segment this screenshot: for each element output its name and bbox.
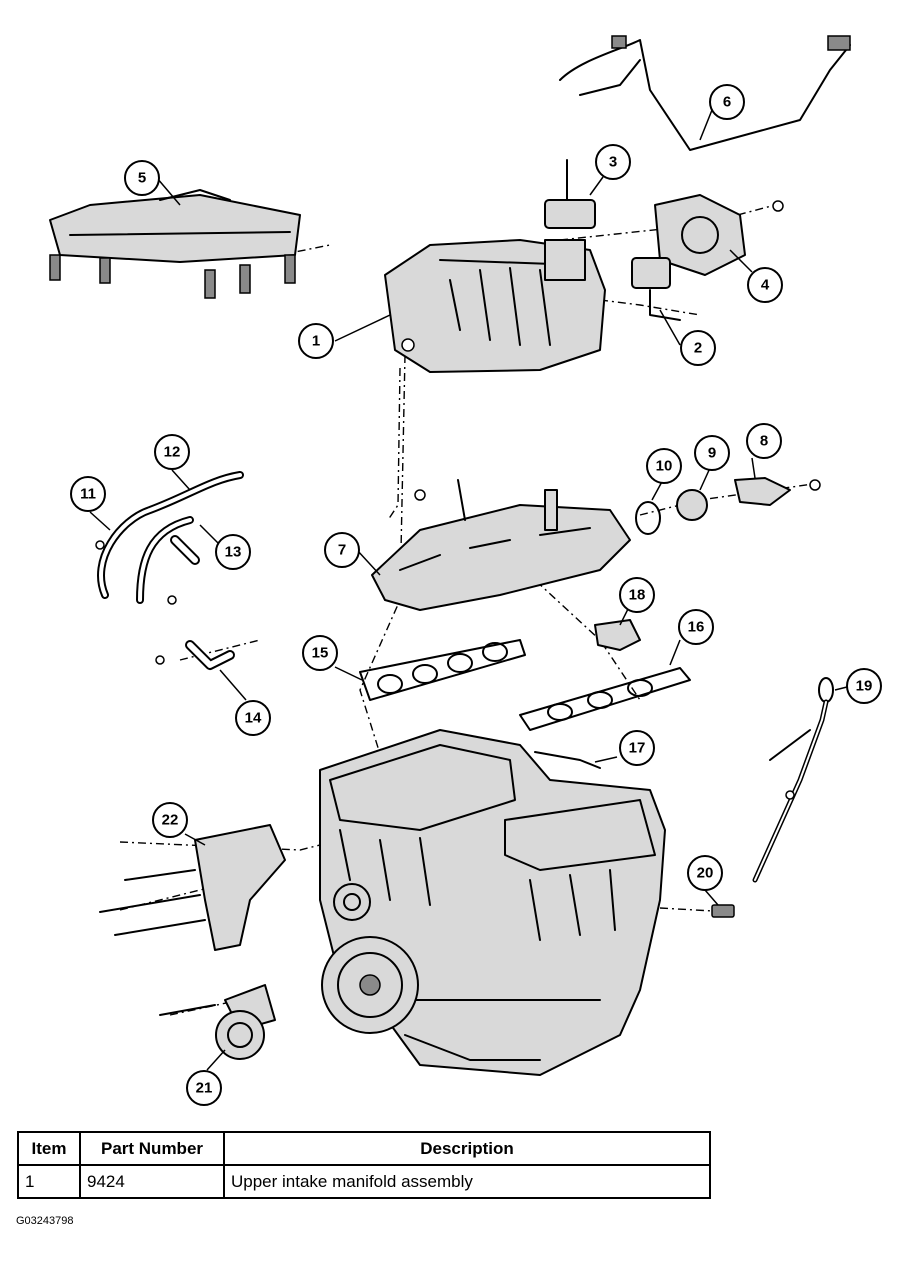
lower-intake-manifold-7 [371, 479, 631, 611]
gasket-17 [534, 751, 601, 769]
callout-21: 21 [186, 1070, 222, 1106]
svg-text:21: 21 [196, 1080, 213, 1097]
throttle-body-4 [654, 194, 784, 276]
svg-text:4: 4 [761, 277, 770, 294]
callout-17: 17 [619, 730, 655, 766]
intake-gasket-15 [359, 639, 526, 701]
exploded-engine-diagram: 1 2 3 4 5 6 7 8 9 10 11 12 13 14 15 16 1… [49, 35, 882, 1106]
leader-lines [89, 109, 852, 1071]
callout-1: 1 [298, 323, 334, 359]
svg-text:7: 7 [338, 542, 346, 559]
svg-text:16: 16 [688, 619, 705, 636]
crankshaft-pulley [321, 936, 419, 1034]
callout-8: 8 [746, 423, 782, 459]
sensor-20 [711, 904, 735, 918]
svg-text:8: 8 [760, 433, 768, 450]
thermostat-housing-8-10 [635, 477, 821, 535]
figure-id: G03243798 [16, 1215, 74, 1227]
header-item: Item [17, 1131, 81, 1166]
svg-text:15: 15 [312, 645, 329, 662]
callout-3: 3 [595, 144, 631, 180]
callout-18: 18 [619, 577, 655, 613]
callout-22: 22 [152, 802, 188, 838]
callouts: 1 2 3 4 5 6 7 8 9 10 11 12 13 14 15 16 1… [70, 84, 882, 1106]
svg-text:13: 13 [225, 544, 242, 561]
intake-gasket-16 [519, 667, 691, 731]
svg-text:2: 2 [694, 340, 702, 357]
table-row: 1 9424 Upper intake manifold assembly [17, 1164, 711, 1199]
callout-7: 7 [324, 532, 360, 568]
callout-2: 2 [680, 330, 716, 366]
callout-12: 12 [154, 434, 190, 470]
callout-19: 19 [846, 668, 882, 704]
callout-16: 16 [678, 609, 714, 645]
idler-pulley-21 [159, 984, 276, 1060]
wiring-harness-6 [559, 35, 851, 151]
svg-text:6: 6 [723, 94, 731, 111]
svg-text:20: 20 [697, 865, 714, 882]
hose-assembly-11-14 [95, 471, 244, 670]
callout-5: 5 [124, 160, 160, 196]
callout-13: 13 [215, 534, 251, 570]
svg-text:5: 5 [138, 170, 146, 187]
callout-9: 9 [694, 435, 730, 471]
svg-text:12: 12 [164, 444, 181, 461]
svg-text:19: 19 [856, 678, 873, 695]
cell-part-number: 9424 [79, 1164, 225, 1199]
callout-14: 14 [235, 700, 271, 736]
svg-text:22: 22 [162, 812, 179, 829]
header-description: Description [223, 1131, 711, 1166]
cell-item: 1 [17, 1164, 81, 1199]
svg-text:18: 18 [629, 587, 646, 604]
housing-18 [594, 619, 641, 651]
callout-15: 15 [302, 635, 338, 671]
bracket-22 [99, 824, 286, 951]
callout-20: 20 [687, 855, 723, 891]
sensor-3 [544, 159, 596, 229]
dipstick-19 [752, 677, 834, 883]
svg-text:1: 1 [312, 333, 320, 350]
svg-text:10: 10 [656, 458, 673, 475]
callout-11: 11 [70, 476, 106, 512]
callout-10: 10 [646, 448, 682, 484]
svg-text:11: 11 [80, 486, 96, 503]
callout-4: 4 [747, 267, 783, 303]
svg-text:3: 3 [609, 154, 617, 171]
svg-text:9: 9 [708, 445, 716, 462]
header-part-number: Part Number [79, 1131, 225, 1166]
callout-6: 6 [709, 84, 745, 120]
fuel-rail-5 [49, 189, 301, 299]
svg-text:17: 17 [629, 740, 646, 757]
upper-intake-manifold-1 [384, 239, 606, 373]
parts-table: Item Part Number Description 1 9424 Uppe… [17, 1131, 711, 1199]
cell-description: Upper intake manifold assembly [223, 1164, 711, 1199]
parts-table-header-row: Item Part Number Description [17, 1131, 711, 1166]
svg-text:14: 14 [245, 710, 262, 727]
actuator-2 [631, 257, 681, 321]
